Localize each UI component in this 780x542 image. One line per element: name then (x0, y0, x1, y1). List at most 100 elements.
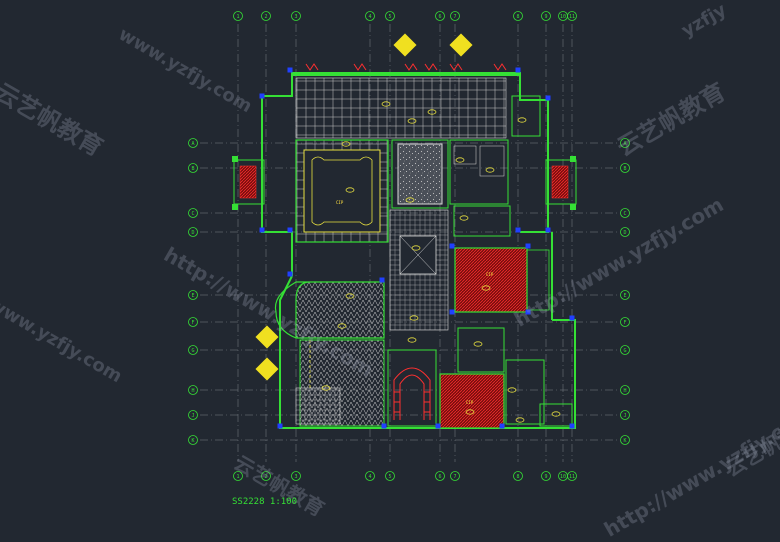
light-fixture (341, 141, 351, 147)
light-fixture (515, 417, 525, 423)
svg-text:D: D (623, 230, 626, 236)
grid-bubble: 7 (450, 11, 460, 21)
svg-text:E: E (623, 293, 626, 299)
light-fixture (345, 293, 355, 299)
svg-text:B: B (623, 166, 626, 172)
grid-bubble: A (620, 138, 630, 148)
light-fixture (473, 341, 483, 347)
svg-text:9: 9 (544, 474, 547, 480)
column-marker (449, 243, 455, 249)
light-fixture (337, 323, 347, 329)
right-corridor (457, 327, 505, 373)
svg-text:A: A (623, 141, 626, 147)
top-window-marks (305, 63, 507, 71)
grid-bubble: 4 (365, 11, 375, 21)
column-marker (515, 67, 521, 73)
light-fixture (405, 197, 415, 203)
light-fixture (381, 101, 391, 107)
living-room-ceiling (295, 139, 389, 243)
light-fixture (427, 109, 437, 115)
svg-text:7: 7 (453, 14, 456, 20)
light-fixture (411, 245, 421, 251)
grid-bubble: F (620, 317, 630, 327)
grid-bubble: C (620, 208, 630, 218)
light-fixture (345, 187, 355, 193)
grid-bubble: 8 (513, 11, 523, 21)
svg-text:5: 5 (388, 14, 391, 20)
column-marker (379, 277, 385, 283)
grid-bubble: E (620, 290, 630, 300)
light-fixture (455, 157, 465, 163)
light-fixture (459, 215, 469, 221)
svg-text:10: 10 (560, 14, 566, 20)
column-marker (525, 309, 531, 315)
svg-text:C: C (623, 211, 626, 217)
column-marker (287, 271, 293, 277)
light-fixture (407, 337, 417, 343)
svg-text:1: 1 (236, 14, 239, 20)
grid-bubble: K (620, 435, 630, 445)
bedroom-lower-right (439, 373, 505, 429)
grid-bubble: J (188, 410, 198, 420)
grid-bubble: 9 (541, 471, 551, 481)
svg-text:4: 4 (368, 14, 371, 20)
svg-text:8: 8 (516, 474, 519, 480)
elevation-symbols (254, 32, 474, 382)
column-marker (499, 423, 505, 429)
column-marker (435, 423, 441, 429)
grid-bubble: B (188, 163, 198, 173)
grid-bubble: 10 (558, 471, 568, 481)
svg-text:G: G (623, 348, 626, 354)
grid-bubble: B (620, 163, 630, 173)
grid-bubble: A (188, 138, 198, 148)
column-marker (287, 227, 293, 233)
svg-text:11: 11 (569, 474, 575, 480)
svg-text:K: K (191, 438, 194, 444)
column-marker (569, 423, 575, 429)
svg-text:J: J (623, 413, 626, 419)
grid-bubble: 4 (365, 471, 375, 481)
lower-left-storage (295, 387, 341, 425)
svg-text:8: 8 (516, 14, 519, 20)
svg-text:5: 5 (388, 474, 391, 480)
column-marker (515, 227, 521, 233)
svg-text:B: B (191, 166, 194, 172)
bedroom-upper-right-side (526, 249, 550, 311)
svg-text:11: 11 (569, 14, 575, 20)
drawing-scale-label: SS2228 1:100 (232, 497, 298, 507)
column-marker (381, 423, 387, 429)
svg-text:F: F (191, 320, 194, 326)
grid-bubble: H (620, 385, 630, 395)
grid-bubble: 11 (567, 11, 577, 21)
stair-frame (387, 349, 437, 427)
column-marker (277, 423, 283, 429)
grid-bubble: 10 (558, 11, 568, 21)
svg-text:2: 2 (264, 14, 267, 20)
svg-text:3: 3 (294, 14, 297, 20)
bay-window-left (274, 281, 297, 339)
side-stair-left (232, 156, 265, 210)
svg-text:1: 1 (236, 474, 239, 480)
room-tag: CIP (466, 400, 474, 405)
top-right-service (511, 95, 541, 137)
light-fixture (517, 117, 527, 123)
grid-bubble: H (188, 385, 198, 395)
structural-columns (259, 67, 575, 429)
right-upper-rooms (449, 139, 511, 237)
side-stair-right (545, 156, 577, 210)
svg-text:E: E (191, 293, 194, 299)
lower-right-closet (539, 403, 573, 427)
light-fixture (507, 387, 517, 393)
svg-text:H: H (191, 388, 194, 394)
grid-bubble: 6 (435, 471, 445, 481)
grid-bubble: 6 (435, 11, 445, 21)
grid-bubble: 7 (450, 471, 460, 481)
svg-text:C: C (191, 211, 194, 217)
svg-text:9: 9 (544, 14, 547, 20)
column-marker (545, 95, 551, 101)
grid-bubble: 9 (541, 11, 551, 21)
atrium-frame (391, 139, 449, 209)
grid-bubble: 2 (261, 11, 271, 21)
grid-bubble: D (620, 227, 630, 237)
